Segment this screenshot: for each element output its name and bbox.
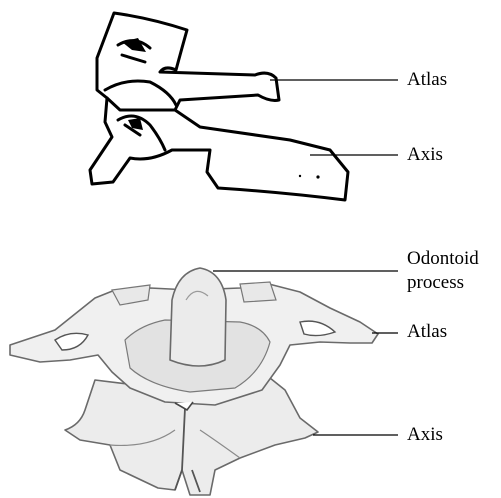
label-axis-top: Axis: [407, 144, 443, 166]
label-odontoid-process-line2: process: [407, 272, 464, 294]
axis-lateral-outline: [90, 98, 348, 200]
label-atlas-bottom: Atlas: [407, 321, 447, 343]
atlas-superior-facet-right: [240, 282, 276, 302]
label-atlas-top: Atlas: [407, 69, 447, 91]
label-axis-bottom: Axis: [407, 424, 443, 446]
axis-inner-fold: [118, 116, 165, 150]
label-odontoid-process-line1: Odontoid: [407, 248, 479, 270]
odontoid-process: [170, 268, 226, 366]
anterior-view-rendering: [10, 268, 378, 495]
atlas-lateral-outline: [97, 13, 279, 110]
